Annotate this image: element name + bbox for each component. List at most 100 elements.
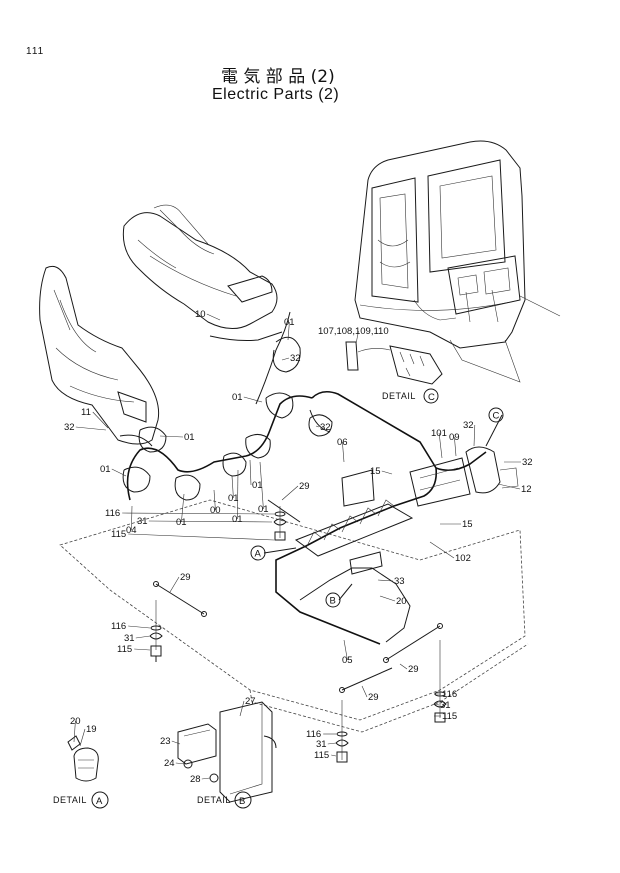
part-label: 01 bbox=[100, 464, 111, 475]
hardware-stack-bottom bbox=[335, 731, 349, 763]
hardware-stack-left bbox=[149, 625, 163, 662]
part-label: 01 bbox=[232, 514, 243, 525]
part-label: 19 bbox=[86, 724, 97, 735]
part-label: 23 bbox=[160, 736, 171, 747]
detail-b-circle bbox=[234, 791, 252, 809]
leader-line bbox=[201, 777, 211, 780]
part-label: 31 bbox=[316, 739, 327, 750]
part-label: 33 bbox=[394, 576, 405, 587]
part-label: 05 bbox=[342, 655, 353, 666]
leader-line bbox=[315, 425, 320, 428]
relay-block bbox=[294, 446, 519, 575]
leader-line bbox=[128, 533, 275, 541]
detail-callout-markers: ABC bbox=[250, 407, 504, 608]
detail-c-fuse bbox=[345, 341, 443, 385]
leader-line bbox=[381, 470, 393, 475]
detail-b-letter: B bbox=[239, 796, 245, 807]
leader-line bbox=[239, 700, 245, 717]
detail-a-word: DETAIL bbox=[53, 795, 87, 805]
leader-line bbox=[135, 635, 151, 639]
leader-line bbox=[379, 595, 396, 602]
part-label: 20 bbox=[70, 716, 81, 727]
part-label: 20 bbox=[396, 596, 407, 607]
leader-line bbox=[331, 754, 337, 757]
ground-straps bbox=[153, 499, 443, 760]
leader-line bbox=[175, 762, 187, 765]
leader-line bbox=[134, 648, 151, 651]
part-label: 01 bbox=[284, 317, 295, 328]
part-label: 115 bbox=[117, 644, 132, 655]
part-label: 15 bbox=[462, 519, 473, 530]
leader-line bbox=[454, 436, 457, 457]
leader-line bbox=[148, 520, 273, 523]
detail-a-switch bbox=[67, 735, 99, 782]
leader-line bbox=[342, 441, 345, 463]
part-label: 06 bbox=[337, 437, 348, 448]
callout-letter: C bbox=[493, 411, 500, 422]
title-english: Electric Parts (2) bbox=[212, 86, 340, 103]
leader-line bbox=[73, 720, 76, 743]
part-label: 116 bbox=[111, 621, 126, 632]
leader-line bbox=[171, 740, 181, 745]
page-number: 111 bbox=[26, 46, 45, 57]
part-label: 31 bbox=[137, 516, 148, 527]
part-label: 01 bbox=[184, 432, 195, 443]
part-label: 04 bbox=[126, 525, 137, 536]
part-label: 01 bbox=[252, 480, 263, 491]
part-label: 116 bbox=[442, 689, 457, 700]
part-label: 00 bbox=[210, 505, 221, 516]
leader-line bbox=[79, 728, 86, 747]
part-label: 29 bbox=[408, 664, 419, 675]
leader-line bbox=[159, 435, 184, 438]
leader-line bbox=[181, 493, 185, 523]
leader-line bbox=[497, 483, 521, 490]
floor-plate bbox=[59, 499, 529, 733]
detail-a-circle bbox=[91, 791, 109, 809]
part-label: 101 bbox=[431, 428, 447, 439]
leader-line bbox=[281, 485, 299, 501]
leader-line bbox=[169, 576, 180, 593]
part-label: 32 bbox=[290, 353, 301, 364]
detail-c-circle bbox=[423, 388, 439, 404]
part-label: 102 bbox=[455, 553, 471, 564]
part-label: 24 bbox=[164, 758, 175, 769]
part-label: 01 bbox=[176, 517, 187, 528]
leader-line bbox=[361, 685, 368, 698]
leader-line bbox=[75, 426, 107, 431]
leader-line bbox=[131, 505, 133, 531]
part-label: 32 bbox=[320, 422, 331, 433]
detail-c-word: DETAIL bbox=[382, 391, 416, 401]
part-label: 32 bbox=[463, 420, 474, 431]
part-label: 116 bbox=[105, 508, 120, 519]
part-label: 31 bbox=[124, 633, 135, 644]
part-label: 27 bbox=[245, 696, 256, 707]
leader-line bbox=[243, 396, 263, 403]
leader-line bbox=[343, 639, 348, 661]
leader-line bbox=[429, 541, 455, 559]
leader-line bbox=[237, 469, 239, 520]
title-japanese: 電 気 部 品 (2) bbox=[221, 67, 335, 87]
leader-line bbox=[128, 625, 151, 629]
part-label: 116 bbox=[306, 729, 321, 740]
leader-line bbox=[377, 579, 394, 582]
part-label: 115 bbox=[314, 750, 329, 761]
leader-line bbox=[249, 459, 252, 486]
detail-b-relay bbox=[177, 701, 277, 803]
part-label: 28 bbox=[190, 774, 201, 785]
part-label: 09 bbox=[449, 432, 460, 443]
detail-b-word: DETAIL bbox=[197, 795, 231, 805]
part-label: 32 bbox=[522, 457, 533, 468]
detail-c-letter: C bbox=[428, 392, 435, 403]
part-label: 29 bbox=[368, 692, 379, 703]
callout-letter: B bbox=[330, 596, 336, 607]
part-label: 115 bbox=[442, 711, 457, 722]
leader-line bbox=[259, 461, 264, 510]
detail-a-letter: A bbox=[96, 796, 103, 807]
part-label: 29 bbox=[299, 481, 310, 492]
part-label: 32 bbox=[64, 422, 75, 433]
cab-outline bbox=[354, 140, 561, 383]
part-label: 31 bbox=[440, 700, 451, 711]
hardware-stack-right bbox=[433, 691, 447, 723]
